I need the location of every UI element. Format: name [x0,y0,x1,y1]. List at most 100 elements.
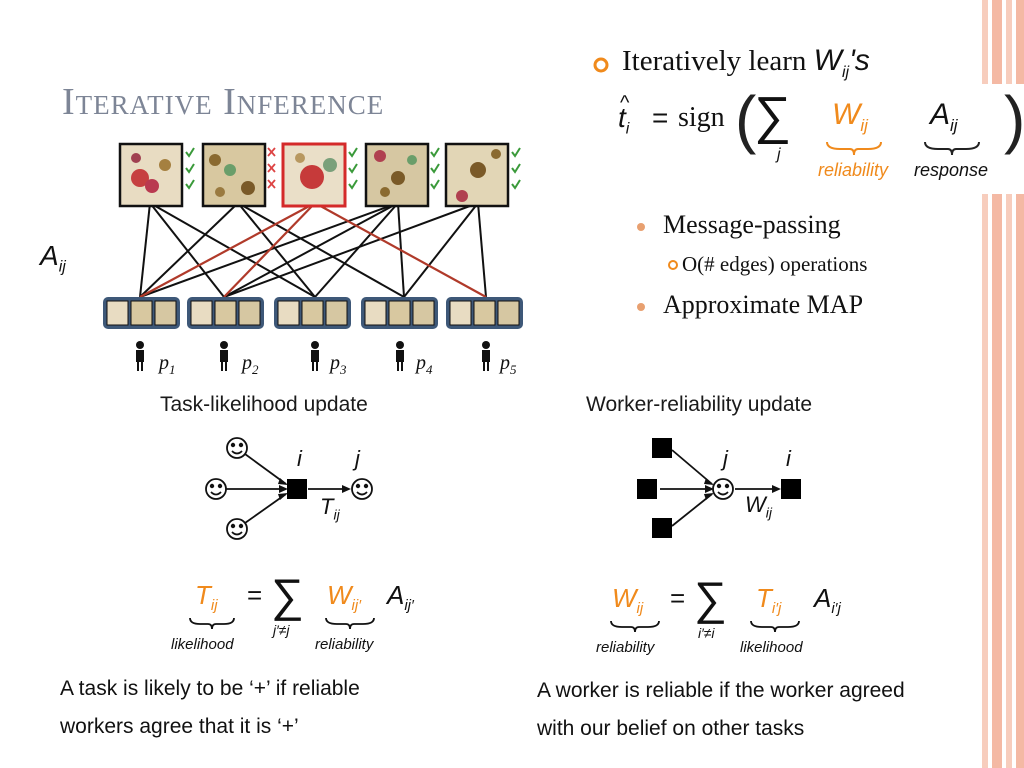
worker-label: p [159,352,169,374]
worker-label: p [500,352,510,374]
worker-node [446,297,523,329]
formula-sum-index: j [777,146,781,163]
aij-label: A [40,240,59,271]
task-node [444,142,510,208]
sub-bullet-text: O(# edges) operations [682,252,868,276]
task-square-node [637,479,657,499]
lf-lhs: T [195,580,211,610]
right-node-j: j [723,446,728,471]
task-explanation: A task is likely to be ‘+’ if reliable w… [60,670,360,746]
rf-lhs-sub: ij [636,600,644,618]
formula-a: A [930,98,951,131]
reliability-brace [826,141,882,156]
formula-w-sub: ij [860,116,868,135]
task-node-highlight [281,142,347,208]
left-node-j: j [355,446,360,471]
person-icons [136,341,490,371]
rf-t: T [756,583,772,613]
task-explanation-line2: workers agree that it is ‘+’ [60,715,299,738]
left-edge-label-sub: ij [333,506,340,523]
worker-label-sub: 4 [426,362,433,377]
sign-formula: ti ^ = sign ( ∑ j Wij reliability Aij re… [592,83,1024,194]
rf-equals: = [670,583,686,613]
right-node-i: i [786,446,791,471]
smiley-icon [205,478,227,500]
graph-edges [139,202,487,298]
right-edge-label: W [745,492,766,517]
task-likelihood-heading: Task-likelihood update [160,393,368,416]
main-bullet-text: Iteratively learn [622,45,807,77]
formula-a-sub: ij [950,116,958,135]
lf-label-mid: reliability [315,636,374,653]
lf-equals: = [247,580,263,610]
sub-bullet-text: Message-passing [663,210,841,239]
rf-t-sub: i′j [771,600,782,618]
worker-explanation-line1: A worker is reliable if the worker agree… [537,679,905,702]
reliability-brace [610,620,660,633]
left-edge-label: T [320,494,334,519]
task-node [118,142,184,208]
smiley-icon [226,518,248,540]
circle-bullet-icon [593,57,609,73]
formula-label-reliability: reliability [818,160,889,180]
lf-a-sub: ij′ [404,597,414,615]
check-marks [185,147,521,190]
worker-node [361,297,438,329]
main-bullet-suffix: 's [849,44,870,77]
smiley-icon [351,478,373,500]
rf-a: A [814,583,832,613]
main-bullet-symbol: W [813,44,842,77]
dot-bullet-icon [637,223,645,231]
lf-label-lhs: likelihood [171,636,234,653]
decor-stripe-1 [982,0,988,768]
left-node-i: i [297,446,302,471]
worker-node [274,297,351,329]
lf-w-sub: ij′ [351,597,362,615]
decor-stripe-2 [992,0,1002,768]
response-brace [924,141,980,156]
worker-label: p [416,352,426,374]
cross-marks [267,147,276,189]
rf-lhs: W [612,583,637,613]
task-square-node [287,479,307,499]
rf-label-lhs: reliability [596,639,655,656]
task-node [201,142,267,208]
task-square-node [652,518,672,538]
formula-func: sign [678,102,725,133]
dot-bullet-icon [637,303,645,311]
task-square-node [781,479,801,499]
main-bullet-symbol-sub: ij [841,64,850,81]
worker-reliability-diagram [637,438,801,538]
worker-label-sub: 1 [169,362,176,377]
slide-title: Iterative Inference [62,81,385,123]
likelihood-brace [750,620,800,633]
task-likelihood-formula: Tij likelihood = ∑ j′≠j Wij′ reliability… [171,569,414,653]
lf-sum-index: j′≠j [273,622,290,638]
worker-reliability-heading: Worker-reliability update [586,393,813,416]
reliability-brace [325,617,375,630]
lf-lhs-sub: ij [210,597,218,615]
sub-bullet-text: Approximate MAP [663,290,864,319]
graph-highlight-edges [139,202,487,298]
smiley-icon [712,478,734,500]
aij-label-sub: ij [58,258,66,276]
formula-lhs-sub: i [625,120,630,138]
formula-lhs: t [618,102,626,133]
worker-label: p [242,352,252,374]
task-explanation-line1: A task is likely to be ‘+’ if reliable [60,677,360,700]
task-node [364,142,430,208]
lf-w: W [327,580,352,610]
formula-label-response: response [914,160,989,180]
formula-equals: = [652,102,669,133]
circle-bullet-icon [668,260,678,270]
worker-label-sub: 2 [252,362,259,377]
decor-stripe-4 [1016,0,1024,768]
worker-explanation: A worker is reliable if the worker agree… [537,672,905,748]
worker-node [187,297,264,329]
task-likelihood-diagram [205,437,373,540]
worker-label-sub: 5 [510,362,517,377]
bipartite-graph [103,142,523,371]
decor-stripe-3 [1006,0,1012,768]
right-edge-label-sub: ij [765,504,772,521]
worker-label: p [330,352,340,374]
